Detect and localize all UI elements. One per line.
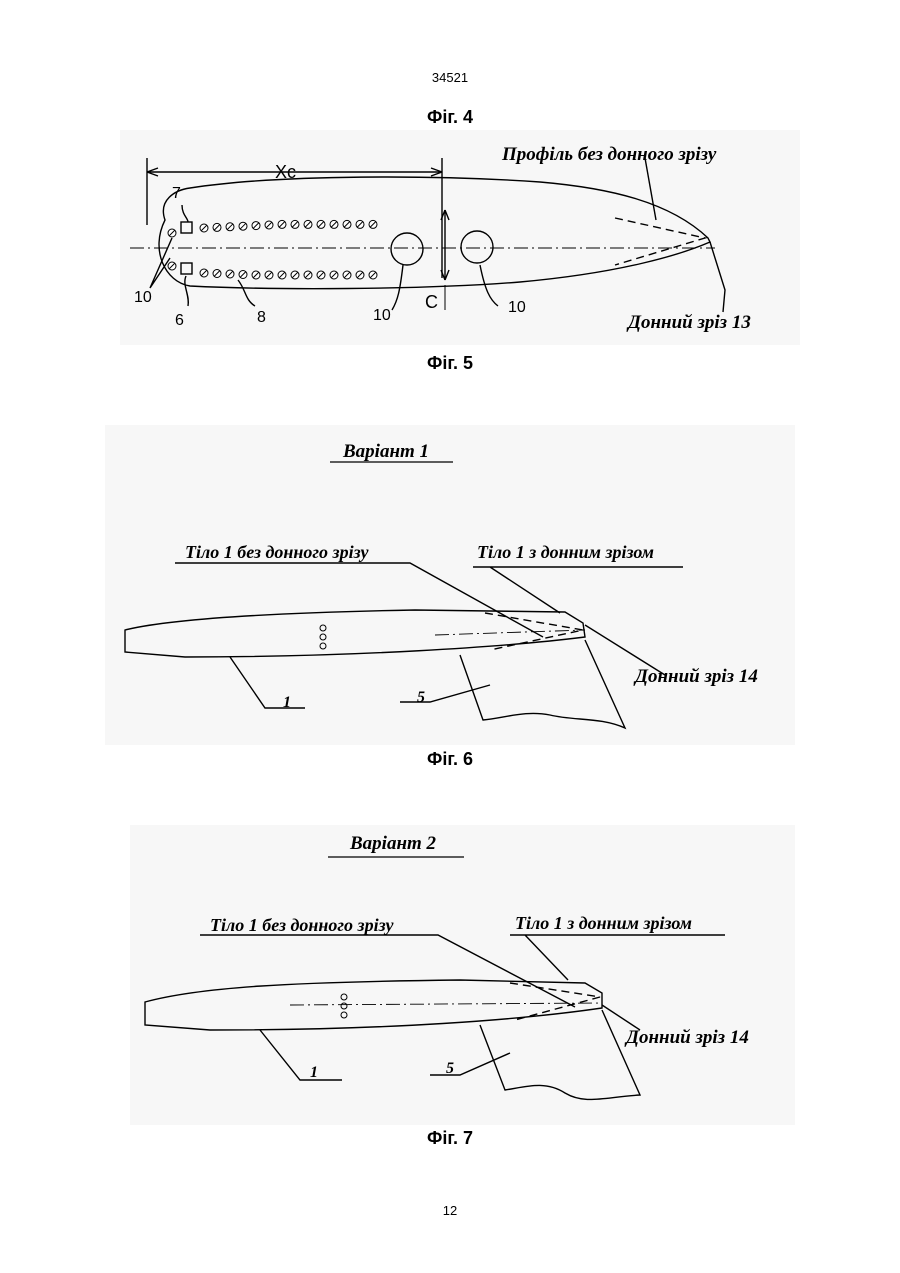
fig7-label-body-with-cut: Тіло 1 з донним зрізом bbox=[515, 913, 692, 933]
fig7-label-base-cut-14: Донний зріз 14 bbox=[624, 1027, 749, 1048]
label-10-right: 10 bbox=[508, 299, 526, 316]
fig6-label-5: 5 bbox=[417, 689, 425, 706]
figure-6-caption: Фіг. 6 bbox=[0, 749, 900, 770]
fig7-label-1: 1 bbox=[310, 1064, 318, 1081]
label-base-cut-13: Донний зріз 13 bbox=[626, 312, 751, 333]
fig7-label-5: 5 bbox=[446, 1060, 454, 1077]
label-xc: Xc bbox=[275, 162, 296, 182]
figure-7-caption: Фіг. 7 bbox=[0, 1128, 900, 1149]
figure-5-caption: Фіг. 5 bbox=[0, 353, 900, 374]
label-10-left: 10 bbox=[134, 289, 152, 306]
figure-5-drawing: 7 Xc C 10 6 8 10 10 Профіль без донного … bbox=[120, 130, 800, 345]
fig6-label-body-without-cut: Тіло 1 без донного зрізу bbox=[185, 542, 369, 562]
fig6-label-body-with-cut: Тіло 1 з донним зрізом bbox=[477, 542, 654, 562]
document-number: 34521 bbox=[0, 70, 900, 85]
label-8: 8 bbox=[257, 309, 266, 326]
variant-2-title: Варіант 2 bbox=[349, 833, 437, 854]
fig6-label-1: 1 bbox=[283, 694, 291, 711]
fig7-label-body-without-cut: Тіло 1 без донного зрізу bbox=[210, 915, 394, 935]
label-6: 6 bbox=[175, 312, 184, 329]
variant-1-title: Варіант 1 bbox=[342, 441, 429, 462]
figure-6-drawing: Варіант 1 Тіло 1 без донного зрізу Тіло … bbox=[105, 425, 795, 745]
page-number: 12 bbox=[0, 1203, 900, 1218]
figure-4-caption: Фіг. 4 bbox=[0, 107, 900, 128]
label-profile-without-cut: Профіль без донного зрізу bbox=[501, 144, 717, 165]
fig6-label-base-cut-14: Донний зріз 14 bbox=[633, 666, 758, 687]
label-10-middle: 10 bbox=[373, 307, 391, 324]
figure-7-drawing: Варіант 2 Тіло 1 без донного зрізу Тіло … bbox=[130, 825, 795, 1125]
label-c: C bbox=[425, 292, 438, 312]
label-7: 7 bbox=[172, 185, 181, 202]
